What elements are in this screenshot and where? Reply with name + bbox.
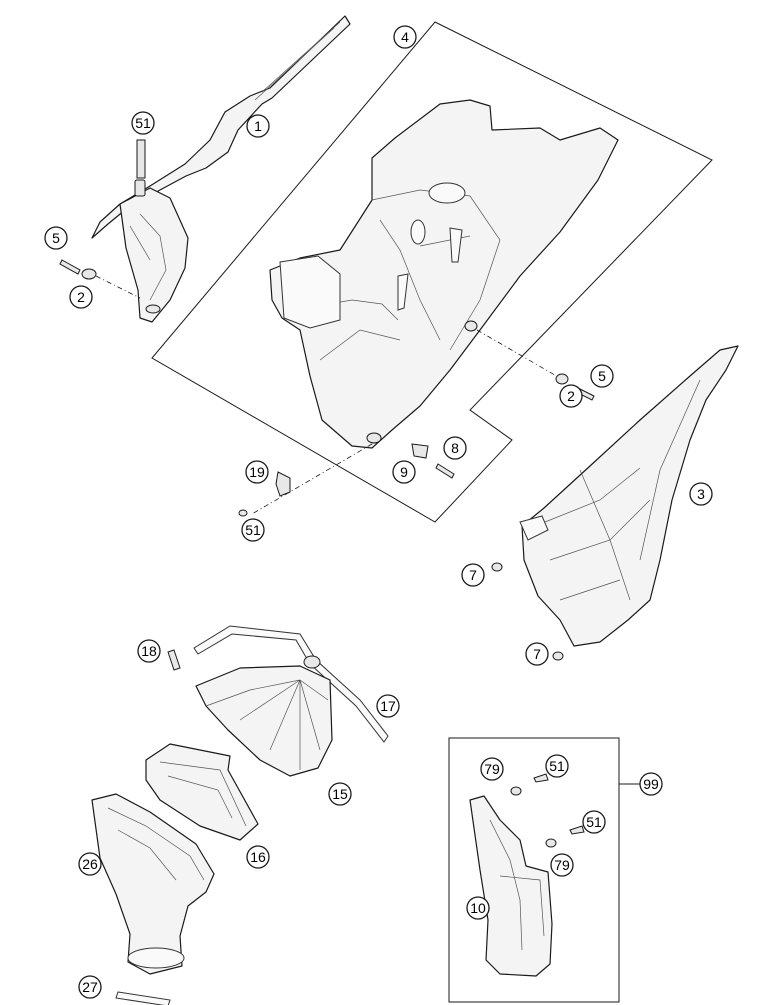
part-27-pipe — [115, 991, 171, 1005]
left-bracket — [119, 139, 189, 323]
part-26-intake — [91, 793, 215, 975]
part-10-duct — [469, 773, 585, 977]
callout-51-kit-bottom: 51 — [582, 810, 606, 834]
svg-text:18: 18 — [141, 643, 157, 659]
part-18-pin — [167, 649, 181, 671]
svg-text:79: 79 — [484, 761, 500, 777]
svg-text:7: 7 — [469, 567, 477, 583]
kit-99-frame — [448, 737, 620, 1003]
svg-text:2: 2 — [77, 289, 85, 305]
svg-text:26: 26 — [82, 856, 98, 872]
svg-text:16: 16 — [250, 849, 266, 865]
callout-9: 9 — [392, 460, 416, 484]
callout-1: 1 — [246, 114, 270, 138]
svg-text:2: 2 — [567, 388, 575, 404]
callout-4: 4 — [393, 25, 417, 49]
callout-51-mid: 51 — [241, 518, 265, 542]
svg-text:1: 1 — [254, 118, 262, 134]
callout-5-right: 5 — [590, 364, 614, 388]
callout-51-top: 51 — [131, 111, 155, 135]
part-15-filter-cover — [195, 665, 333, 777]
left-fasteners — [59, 259, 141, 299]
svg-text:17: 17 — [380, 698, 396, 714]
callout-2-left: 2 — [69, 285, 93, 309]
callout-26: 26 — [78, 852, 102, 876]
callout-79-top: 79 — [480, 757, 504, 781]
callout-18: 18 — [137, 639, 161, 663]
callout-51-kit-top: 51 — [545, 754, 569, 778]
svg-text:51: 51 — [586, 814, 602, 830]
callout-99: 99 — [639, 772, 663, 796]
part-4-airbox — [269, 99, 619, 449]
svg-text:10: 10 — [470, 900, 486, 916]
part-3-side-panel — [491, 345, 739, 661]
callout-27: 27 — [78, 975, 102, 999]
svg-text:5: 5 — [598, 368, 606, 384]
svg-text:99: 99 — [643, 776, 659, 792]
svg-text:27: 27 — [82, 979, 98, 995]
callout-5-left: 5 — [44, 226, 68, 250]
callout-10: 10 — [466, 896, 490, 920]
part-1-strip — [91, 15, 351, 239]
callout-8: 8 — [443, 436, 467, 460]
part-17-rod — [193, 625, 389, 743]
callout-7-top: 7 — [461, 563, 485, 587]
part-16-filter — [145, 743, 259, 841]
svg-text:4: 4 — [401, 29, 409, 45]
lower-fixings — [238, 443, 455, 517]
svg-text:51: 51 — [245, 522, 261, 538]
svg-text:3: 3 — [697, 486, 705, 502]
svg-text:19: 19 — [249, 464, 265, 480]
callout-2-right: 2 — [559, 384, 583, 408]
svg-text:15: 15 — [332, 786, 348, 802]
callout-3: 3 — [689, 482, 713, 506]
callout-19: 19 — [245, 460, 269, 484]
callout-15: 15 — [328, 782, 352, 806]
callout-79-bottom: 79 — [550, 853, 574, 877]
svg-text:51: 51 — [549, 758, 565, 774]
callout-16: 16 — [246, 845, 270, 869]
svg-text:7: 7 — [533, 646, 541, 662]
assembly-4-frame — [151, 21, 713, 523]
svg-text:8: 8 — [451, 440, 459, 456]
callout-7-bottom: 7 — [525, 642, 549, 666]
svg-text:51: 51 — [135, 115, 151, 131]
callout-17: 17 — [376, 694, 400, 718]
svg-text:9: 9 — [400, 464, 408, 480]
svg-text:79: 79 — [554, 857, 570, 873]
svg-text:5: 5 — [52, 230, 60, 246]
